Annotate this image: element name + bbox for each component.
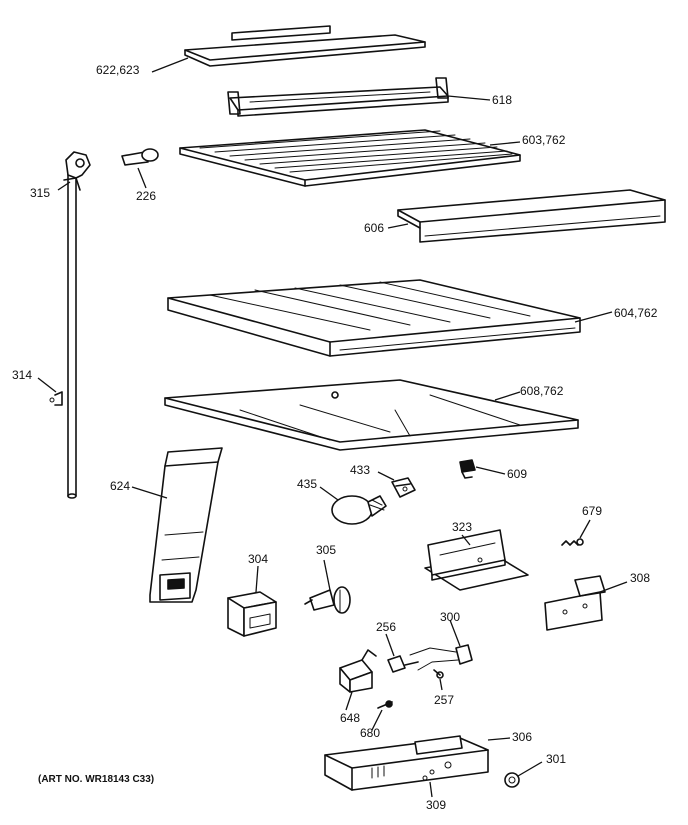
part-226-plug <box>121 148 159 166</box>
part-679-spring <box>561 538 584 546</box>
label-624: 624 <box>110 479 131 493</box>
part-608-cover <box>164 379 579 451</box>
label-226: 226 <box>136 189 157 203</box>
label-609: 609 <box>507 467 528 481</box>
label-433: 433 <box>350 463 371 477</box>
part-308-bracket <box>544 575 606 631</box>
label-301: 301 <box>546 752 567 766</box>
part-256-switch <box>387 655 419 673</box>
part-304-block <box>227 591 277 637</box>
part-305-knob <box>304 586 351 614</box>
part-300-relay <box>409 644 473 671</box>
label-323: 323 <box>452 520 473 534</box>
label-308: 308 <box>630 571 651 585</box>
label-305: 305 <box>316 543 337 557</box>
part-606-rail <box>397 189 666 243</box>
label-306: 306 <box>512 730 533 744</box>
part-609-clip <box>459 459 476 479</box>
part-433-socket <box>391 477 416 498</box>
label-256: 256 <box>376 620 397 634</box>
label-679: 679 <box>582 504 603 518</box>
part-301-knob <box>504 772 520 788</box>
part-306-bracket <box>324 735 489 791</box>
label-315: 315 <box>30 186 51 200</box>
part-435-bulb <box>331 495 387 525</box>
leader-lines <box>37 57 628 798</box>
art-number: (ART NO. WR18143 C33) <box>38 774 155 785</box>
part-624-panel <box>149 447 223 603</box>
part-618-bracket <box>227 77 449 117</box>
label-304: 304 <box>248 552 269 566</box>
label-606: 606 <box>364 221 385 235</box>
label-680: 680 <box>360 726 381 740</box>
part-604-pan <box>167 279 581 357</box>
label-435: 435 <box>297 477 318 491</box>
label-603-762: 603,762 <box>522 133 566 147</box>
part-257-screw <box>433 669 444 679</box>
label-604-762: 604,762 <box>614 306 658 320</box>
part-622-cover <box>184 25 426 67</box>
part-680-screw <box>377 700 393 709</box>
label-257: 257 <box>434 693 455 707</box>
part-323-housing <box>424 529 529 591</box>
part-603-shelf <box>179 129 521 187</box>
label-622-623: 622,623 <box>96 63 140 77</box>
part-648-motor <box>339 649 377 693</box>
label-314: 314 <box>12 368 33 382</box>
label-608-762: 608,762 <box>520 384 564 398</box>
label-648: 648 <box>340 711 361 725</box>
part-314-315-rod <box>49 151 91 499</box>
label-618: 618 <box>492 93 513 107</box>
label-300: 300 <box>440 610 461 624</box>
label-309: 309 <box>426 798 447 812</box>
